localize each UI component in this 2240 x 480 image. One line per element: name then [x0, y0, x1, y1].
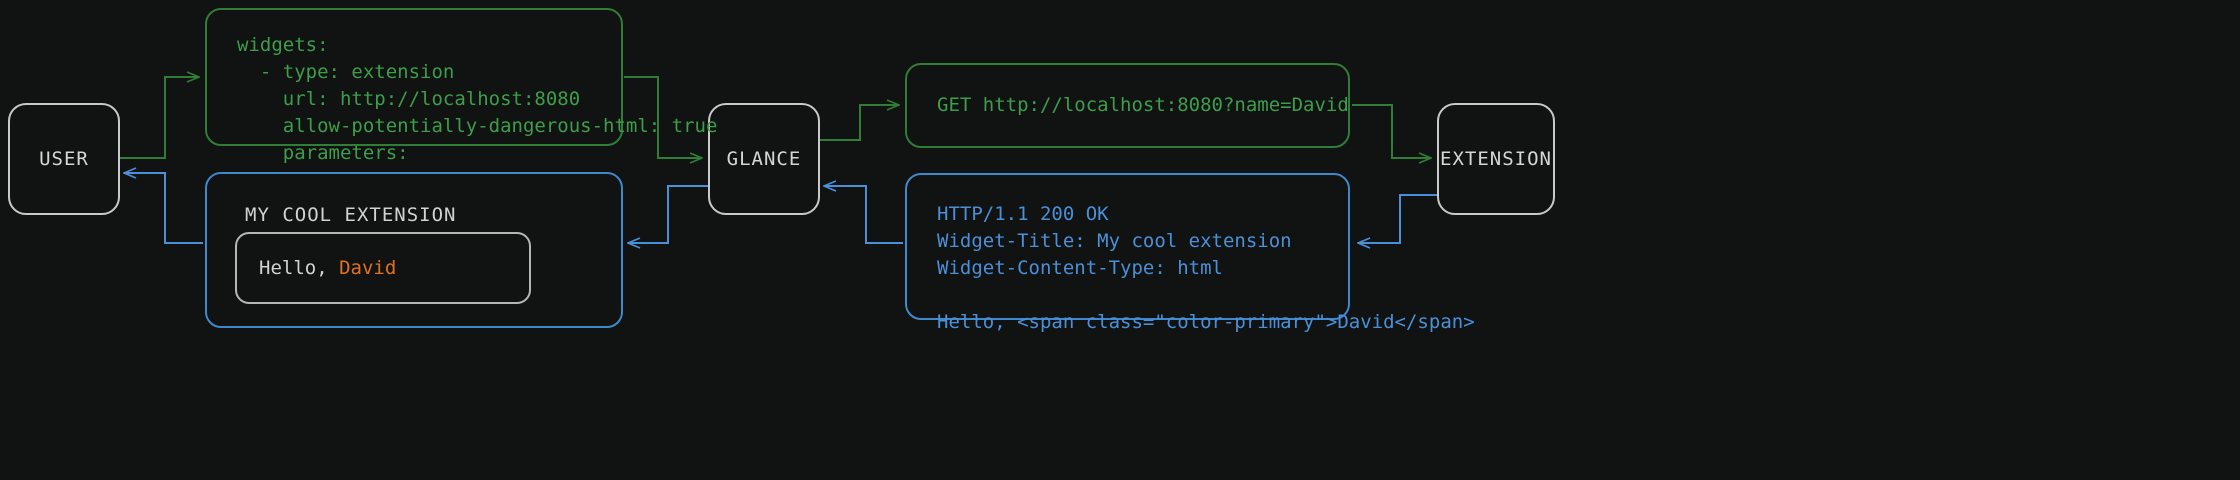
arrow-response-to-glance — [824, 186, 903, 244]
node-user[interactable]: USER — [8, 103, 120, 215]
message-http-request: GET http://localhost:8080?name=David — [905, 63, 1350, 148]
arrow-request-to-extension — [1352, 104, 1431, 158]
widget-render-body: Hello, David — [237, 257, 396, 279]
node-extension-label: EXTENSION — [1440, 148, 1552, 170]
node-glance[interactable]: GLANCE — [708, 103, 820, 215]
arrow-glance-to-widget — [628, 185, 708, 243]
widget-render-content: Hello, David — [235, 232, 531, 304]
message-http-response: HTTP/1.1 200 OK Widget-Title: My cool ex… — [905, 173, 1475, 333]
node-glance-label: GLANCE — [726, 148, 802, 170]
message-config-yaml: widgets: - type: extension url: http://l… — [205, 8, 717, 191]
arrow-user-to-config — [118, 77, 199, 159]
http-response-text: HTTP/1.1 200 OK Widget-Title: My cool ex… — [937, 203, 1475, 333]
widget-body-prefix: Hello, — [259, 257, 340, 279]
arrow-glance-to-request — [820, 105, 899, 141]
widget-render-title: MY COOL EXTENSION — [245, 204, 457, 226]
widget-body-accent: David — [339, 257, 397, 279]
arrow-extension-to-response — [1358, 194, 1437, 243]
config-yaml-text: widgets: - type: extension url: http://l… — [237, 34, 718, 191]
node-user-label: USER — [39, 148, 89, 170]
arrow-widget-to-user — [124, 173, 203, 244]
widget-render-box: MY COOL EXTENSION Hello, David — [205, 172, 623, 328]
http-request-text: GET http://localhost:8080?name=David — [937, 94, 1349, 117]
node-extension[interactable]: EXTENSION — [1437, 103, 1555, 215]
